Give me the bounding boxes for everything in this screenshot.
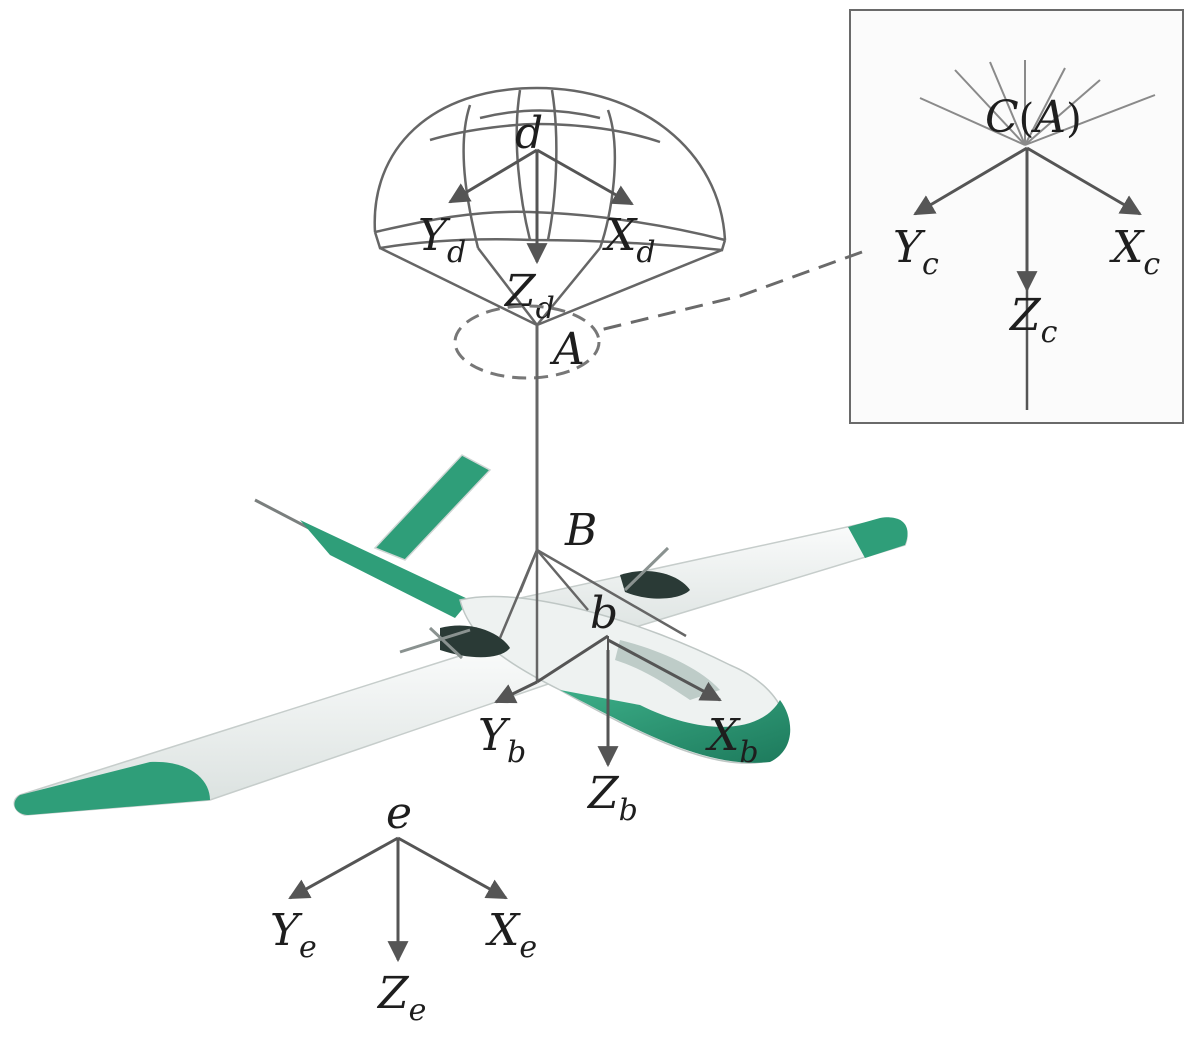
- inset-axes: [913, 146, 1142, 410]
- parachute-y-axis-arrow: [448, 148, 538, 204]
- earth-x-axis-arrow: [397, 836, 508, 900]
- fuselage-underside: [560, 690, 791, 763]
- horizontal-tail: [300, 520, 470, 618]
- body-y-axis-arrow: [494, 680, 538, 704]
- attach-point-label: B: [564, 505, 597, 556]
- inset-x-axis-arrow: [1026, 146, 1142, 216]
- inset-panel: C(A) Yc Xc Zc: [849, 9, 1184, 424]
- earth-z-label: Ze: [376, 968, 426, 1028]
- parachute-z-label: Zd: [503, 266, 555, 326]
- aircraft: [13, 454, 908, 816]
- left-wingtip: [14, 761, 210, 815]
- body-x-label: Xb: [705, 710, 759, 770]
- inset-origin-label: C(A): [985, 92, 1082, 143]
- earth-axes: [288, 836, 508, 963]
- body-y-label: Yb: [478, 710, 526, 770]
- canopy-outline: [373, 86, 727, 241]
- parachute: [373, 86, 727, 327]
- connection-point-highlight: [453, 304, 601, 380]
- earth-origin-label: e: [386, 788, 412, 839]
- parachute-origin-label: d: [515, 108, 543, 159]
- vertical-tail: [373, 454, 492, 561]
- earth-x-label: Xe: [485, 905, 537, 965]
- connection-point-label: A: [549, 324, 585, 375]
- body-z-label: Zb: [586, 768, 638, 828]
- parachute-x-axis-arrow: [536, 148, 634, 206]
- earth-y-label: Ye: [270, 905, 317, 965]
- parachute-x-label: Xd: [602, 210, 656, 270]
- inset-y-axis-arrow: [913, 146, 1028, 216]
- parachute-axes: [448, 148, 634, 265]
- right-wingtip: [848, 517, 908, 558]
- parachute-y-label: Yd: [418, 210, 466, 270]
- harness-lines: [498, 548, 687, 682]
- inset-leader-line: [599, 250, 863, 332]
- earth-y-axis-arrow: [288, 836, 399, 900]
- body-origin-label: b: [590, 588, 618, 639]
- body-x-axis-arrow: [607, 638, 722, 702]
- inset-y-label: Yc: [893, 222, 939, 282]
- inset-border: [849, 9, 1184, 424]
- body-axes: [494, 634, 722, 768]
- inset-x-label: Xc: [1109, 222, 1160, 282]
- inset-canopy-lines: [919, 60, 1156, 146]
- inset-z-label: Zc: [1008, 290, 1058, 350]
